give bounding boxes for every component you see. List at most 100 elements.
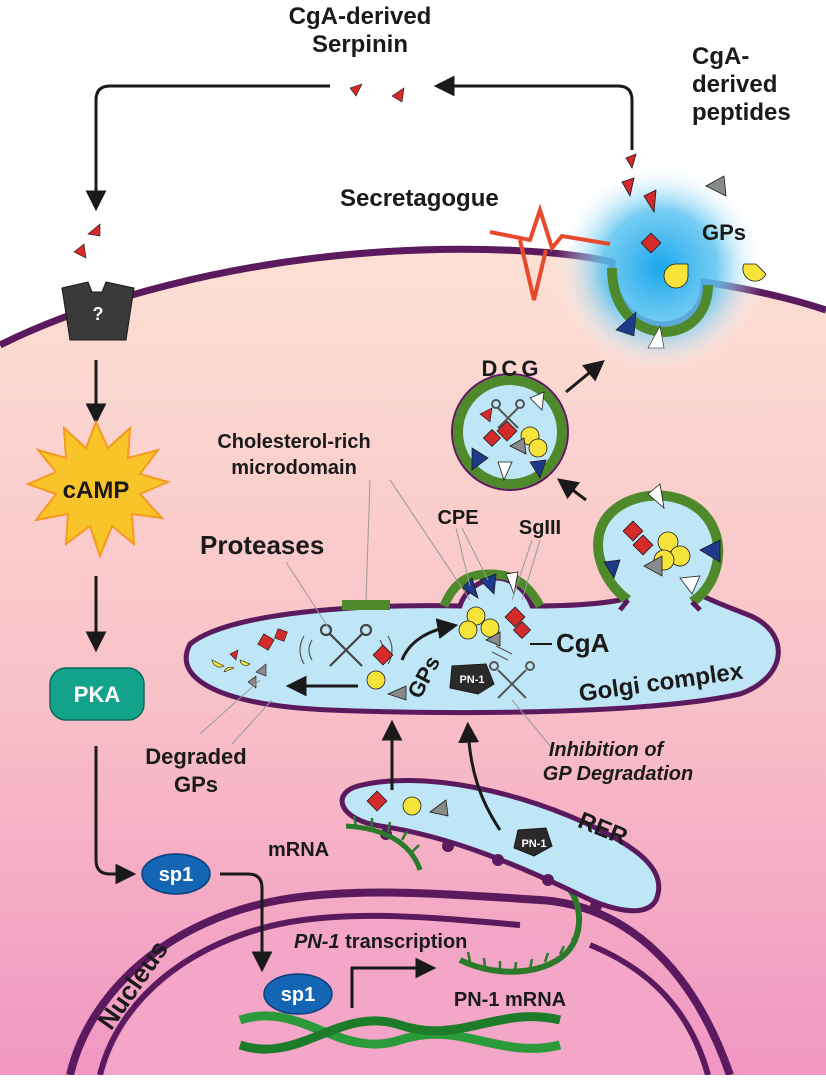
- bud-cga: [504, 606, 526, 628]
- bud-sgIII: [485, 631, 501, 647]
- dna-helix: [238, 1011, 562, 1054]
- sgIII-label: SgIII: [519, 517, 561, 539]
- pn1-mrna-strand: [458, 877, 582, 975]
- secretagogue-signal: [489, 203, 611, 253]
- transcription-arrow: [350, 957, 437, 1008]
- cga-peptide: [621, 177, 635, 198]
- granule-cga: [632, 534, 654, 556]
- bud-gp: [480, 618, 500, 638]
- rer-gp: [402, 796, 422, 816]
- golgi-cga-fragment: [257, 633, 275, 651]
- dcg-cga: [482, 428, 502, 448]
- unknown-receptor: [61, 281, 135, 341]
- granule-cpe: [647, 483, 665, 510]
- callout-lines: [199, 479, 553, 749]
- peptides-label-line2: derived: [692, 71, 777, 98]
- inhibition-label-line1: Inhibition of: [549, 739, 666, 761]
- granule-cpe: [699, 539, 721, 563]
- pn1-to-golgi-arrow: [458, 721, 502, 831]
- rer-cga: [366, 790, 388, 812]
- bud-cpe: [479, 573, 497, 595]
- secretagogue-signal-lower: [518, 239, 548, 301]
- camp-label: cAMP: [63, 477, 130, 504]
- golgi-cga-fragment: [274, 628, 288, 642]
- bud-cpe: [461, 577, 479, 599]
- cpe-label: CPE: [437, 507, 478, 529]
- dcg-scissors-icon: [491, 399, 525, 429]
- serpinin-to-receptor-arrow: [85, 84, 330, 212]
- proteases-scissors-icon: [319, 623, 373, 667]
- sp1-lower-label: sp1: [281, 984, 315, 1006]
- serpinin-label-line1: CgA-derived: [289, 3, 432, 30]
- dcg-sgIII: [509, 437, 527, 455]
- dcg-label: DCG: [482, 356, 543, 381]
- nuclear-envelope-inner: [97, 912, 521, 1076]
- secretagogue-label: Secretagogue: [340, 185, 499, 212]
- cga-label: CgA: [556, 628, 610, 658]
- serpinin-peptide: [349, 83, 363, 97]
- serpinin-peptide: [391, 87, 405, 103]
- receptor-question-mark: ?: [93, 304, 104, 324]
- mrna-strand: [345, 823, 423, 871]
- bud-cga: [512, 620, 532, 640]
- rough-er: [339, 778, 662, 914]
- pn1-rer-label: PN-1: [521, 838, 546, 850]
- cpe-triangle: [615, 311, 637, 337]
- sorting-arrow: [400, 618, 459, 661]
- bud-gp: [466, 606, 486, 626]
- granule-neck: [618, 598, 702, 612]
- peptides-label-line1: CgA-: [692, 43, 749, 70]
- transcription-word: transcription: [340, 931, 468, 953]
- degraded-label-line2: GPs: [174, 772, 218, 797]
- dcg-cpe: [471, 447, 489, 471]
- gps-top-label: GPs: [702, 220, 746, 245]
- dcg-to-membrane-arrow: [565, 359, 605, 394]
- pka-label: PKA: [74, 682, 121, 707]
- bud-gp: [458, 620, 478, 640]
- mrna-label: mRNA: [268, 839, 329, 861]
- peptides-label-line3: peptides: [692, 99, 791, 126]
- rer-pn1-shape: [513, 827, 553, 857]
- nuclear-envelope-outer: [66, 888, 734, 1077]
- sp1-oval-cytoplasm: [141, 853, 211, 895]
- serpinin-label-line2: Serpinin: [312, 31, 408, 58]
- inhibited-scissors-icon: [489, 661, 535, 699]
- cholesterol-label-line1: Cholesterol-rich: [217, 431, 370, 453]
- sp1-upper-label: sp1: [159, 864, 193, 886]
- cholesterol-label-line2: microdomain: [231, 457, 357, 479]
- transcription-label: PN-1 transcription: [294, 931, 467, 953]
- sp1-oval-nucleus: [263, 973, 333, 1015]
- pn1-mrna-ticks: [466, 932, 579, 973]
- proteases-label: Proteases: [200, 530, 324, 560]
- pn1-motion-lines: [491, 645, 513, 661]
- granule-cpe: [603, 559, 621, 579]
- degraded-label-line1: Degraded: [145, 744, 246, 769]
- peptide-motion-lines: [629, 119, 691, 176]
- cholesterol-microdomain: [342, 600, 390, 610]
- gp-particle: [663, 263, 689, 289]
- pka-to-sp1-arrow: [94, 746, 137, 885]
- serpinin-feedback-arrow: [433, 75, 634, 150]
- cga-peptide: [625, 153, 637, 169]
- golgi-gp: [366, 670, 386, 690]
- granule-cpe: [679, 575, 701, 595]
- golgi-pn1-shape: [449, 663, 495, 695]
- dcg-gp: [528, 438, 548, 458]
- nuclear-envelope-inner-right: [588, 942, 711, 1076]
- cga-peptide: [643, 189, 657, 214]
- granule-sgIII: [643, 555, 663, 577]
- pka-box: [49, 667, 145, 721]
- golgi-cga: [372, 644, 394, 666]
- sgIII-peptide: [705, 175, 727, 197]
- rer-sgIII: [429, 799, 449, 817]
- dcg-cpe: [529, 459, 547, 479]
- gp-particle: [742, 263, 767, 282]
- cpe-triangle: [647, 325, 665, 349]
- inhibition-label-line2: GP Degradation: [543, 763, 693, 785]
- golgi-to-granule-arrow: [556, 478, 587, 502]
- dcg-fragment: [479, 407, 493, 423]
- release-cloud: [555, 163, 765, 373]
- serpinin-peptide: [87, 223, 101, 237]
